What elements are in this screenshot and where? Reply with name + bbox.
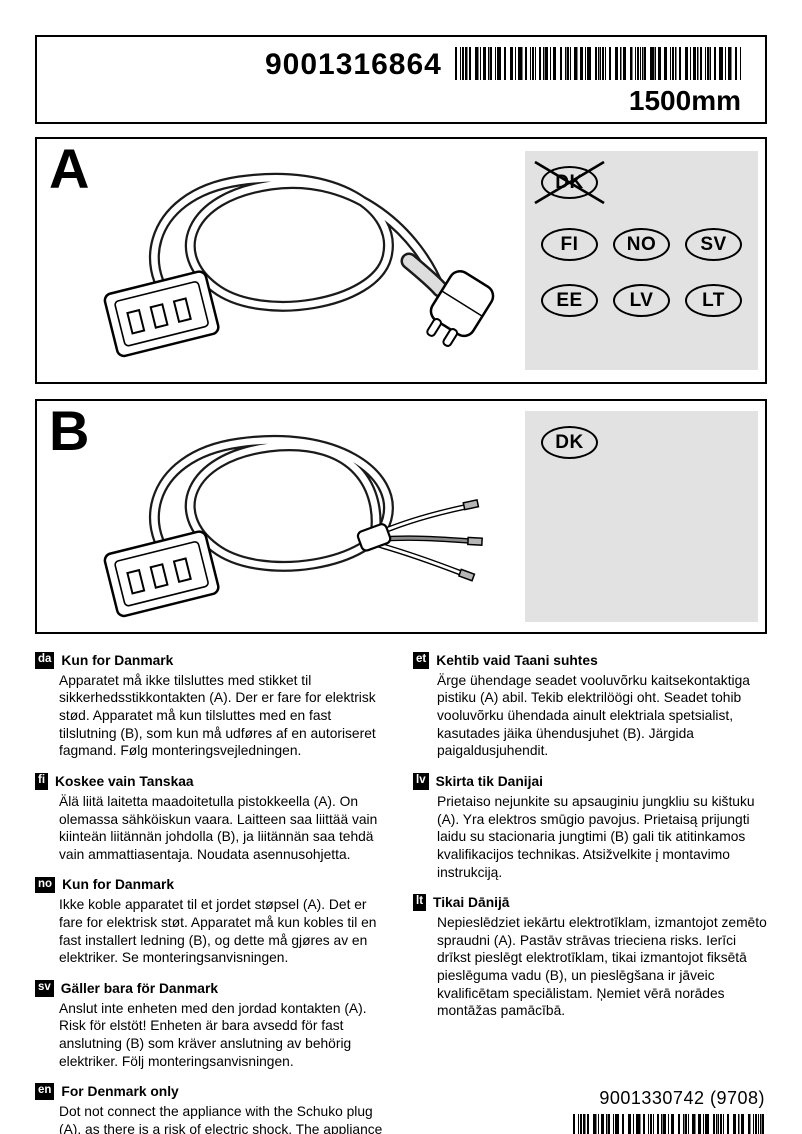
country-oval: LV — [613, 284, 670, 317]
lang-section-lv: lv Skirta tik Danijai Prietaiso nejunkit… — [413, 773, 767, 881]
section-title: Gäller bara för Danmark — [60, 980, 218, 996]
country-oval: LT — [685, 284, 742, 317]
country-oval: FI — [541, 228, 598, 261]
lang-section-et: et Kehtib vaid Taani suhtes Ärge ühendag… — [413, 652, 767, 760]
panel-b: B — [35, 399, 767, 634]
section-body: Älä liitä laitetta maadoitetulla pistokk… — [59, 793, 378, 862]
lang-section-da: da Kun for Danmark Apparatet må ikke til… — [35, 652, 389, 760]
language-badge: no — [35, 876, 56, 894]
schuko-plug-icon — [426, 270, 495, 347]
section-title: Kun for Danmark — [62, 877, 174, 893]
wire-ferrule-icon — [462, 498, 480, 511]
country-oval: DK — [541, 426, 598, 459]
language-badge: lt — [413, 894, 427, 911]
section-body: Ärge ühendage seadet vooluvõrku kaitseko… — [437, 672, 750, 759]
footer-barcode — [573, 1113, 765, 1134]
language-badge: sv — [35, 979, 54, 997]
country-oval: NO — [613, 228, 670, 261]
section-body: Ikke koble apparatet til et jordet støps… — [59, 897, 377, 966]
lang-section-no: no Kun for Danmark Ikke koble apparatet … — [35, 876, 389, 967]
lang-section-en: en For Denmark only Dot not connect the … — [35, 1083, 389, 1134]
country-box-b: DK — [525, 411, 758, 622]
wire-ferrule-icon — [467, 536, 483, 546]
left-column: da Kun for Danmark Apparatet må ikke til… — [35, 652, 389, 1134]
section-title: For Denmark only — [61, 1084, 179, 1100]
language-sections: da Kun for Danmark Apparatet må ikke til… — [35, 652, 767, 1134]
panel-a-letter: A — [49, 137, 90, 200]
header-barcode — [455, 47, 741, 80]
country-oval: EE — [541, 284, 598, 317]
appliance-connector-icon — [103, 530, 220, 618]
section-body: Nepieslēdziet iekārtu elektrotīklam, izm… — [437, 914, 767, 1019]
panel-a: A DK — [35, 137, 767, 384]
lang-section-lt: lt Tikai Dānijā Nepieslēdziet iekārtu el… — [413, 894, 767, 1020]
language-badge: da — [35, 652, 55, 669]
section-title: Tikai Dānijā — [433, 895, 510, 911]
section-title: Kehtib vaid Taani suhtes — [436, 652, 598, 668]
footer: 9001330742 (9708) — [413, 1088, 767, 1134]
header-box: 9001316864 1500mm — [35, 35, 767, 124]
section-body: Anslut inte enheten med den jordad konta… — [59, 1000, 367, 1069]
panel-b-letter: B — [49, 399, 90, 462]
language-badge: en — [35, 1083, 55, 1101]
lang-section-sv: sv Gäller bara för Danmark Anslut inte e… — [35, 979, 389, 1070]
language-badge: lv — [413, 773, 429, 790]
country-oval: SV — [685, 228, 742, 261]
language-badge: et — [413, 652, 430, 669]
section-body: Apparatet må ikke tilsluttes med stikket… — [59, 672, 376, 759]
cable-sleeve-icon — [356, 523, 392, 552]
part-number: 9001316864 — [265, 48, 442, 81]
country-oval: DK — [541, 166, 598, 199]
cable-length-label: 1500mm — [628, 85, 741, 116]
section-title: Skirta tik Danijai — [435, 773, 543, 789]
country-box-a: DK FI NO SV EE LV LT — [525, 151, 758, 370]
section-title: Koskee vain Tanskaa — [55, 773, 194, 789]
language-badge: fi — [35, 773, 49, 790]
lang-section-fi: fi Koskee vain Tanskaa Älä liitä laitett… — [35, 773, 389, 863]
section-title: Kun for Danmark — [61, 652, 174, 668]
cable-with-bare-wires-illustration — [103, 434, 483, 618]
section-body: Prietaiso nejunkite su apsauginiu jungkl… — [437, 793, 755, 880]
document-number: 9001330742 (9708) — [599, 1087, 765, 1108]
wire-ferrule-icon — [457, 568, 476, 582]
right-column: et Kehtib vaid Taani suhtes Ärge ühendag… — [413, 652, 767, 1134]
section-body: Dot not connect the appliance with the S… — [59, 1104, 383, 1134]
country-oval-dk-crossed: DK — [534, 160, 605, 205]
cable-with-schuko-plug-illustration — [103, 172, 495, 358]
appliance-connector-icon — [103, 270, 220, 358]
